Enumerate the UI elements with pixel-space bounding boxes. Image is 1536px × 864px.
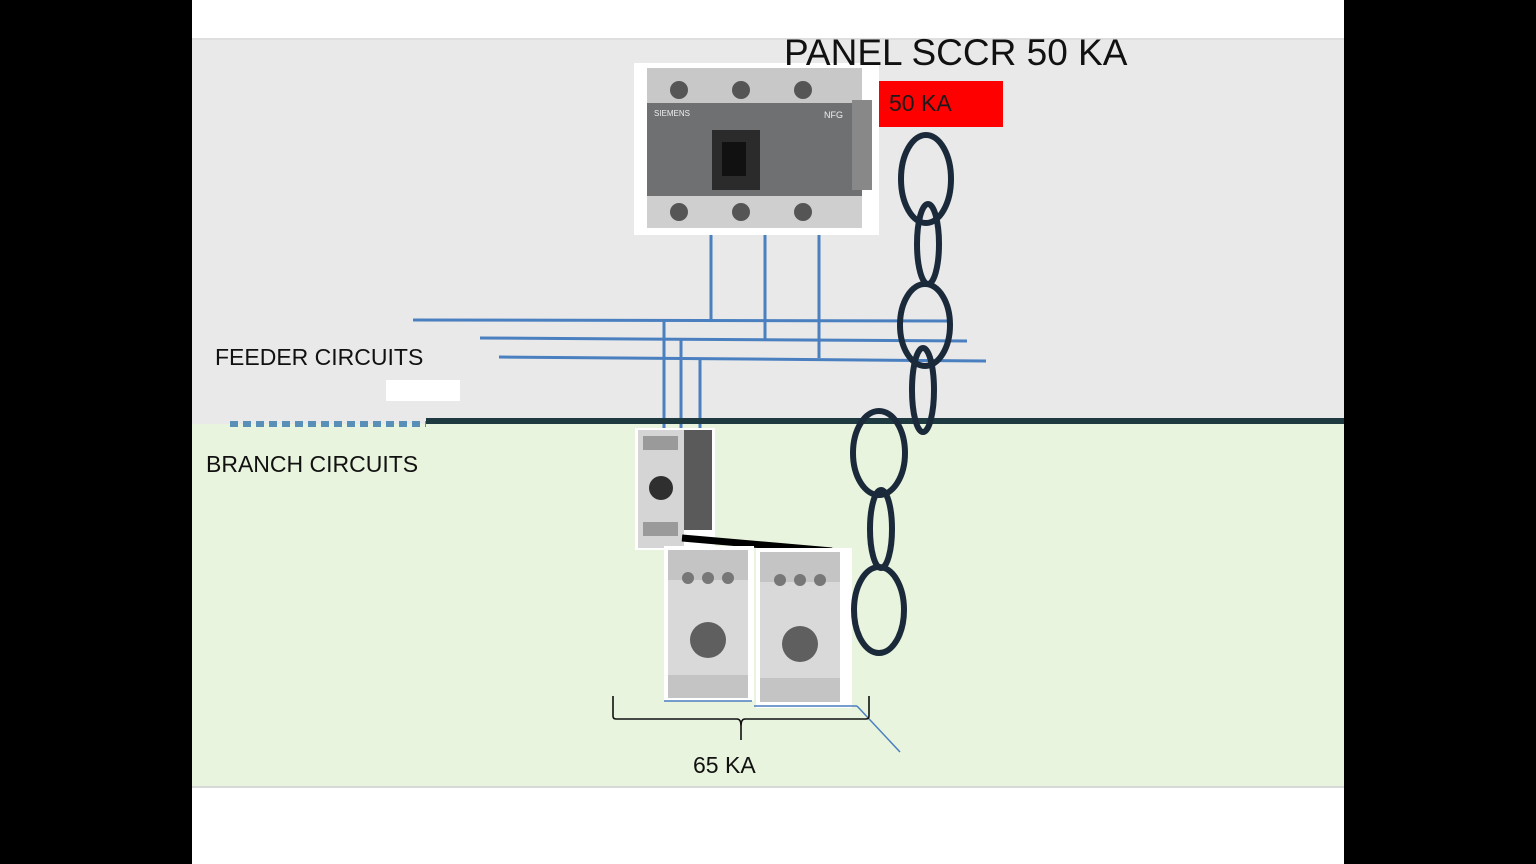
branch-rating-label: 65 KA <box>693 752 756 778</box>
branch-circuits-label: BRANCH CIRCUITS <box>206 451 419 477</box>
panel-title: PANEL SCCR 50 KA <box>784 32 1128 73</box>
breaker-brand-label: SIEMENS <box>654 109 690 118</box>
feeder-circuits-label: FEEDER CIRCUITS <box>215 344 424 370</box>
badge-label: 50 KA <box>889 90 952 116</box>
main-breaker: SIEMENS NFG <box>634 63 879 235</box>
branch-disconnect <box>635 428 715 550</box>
branch-taps <box>662 321 702 430</box>
base-lines <box>664 700 901 753</box>
diagram-canvas: SIEMENS NFG <box>230 63 1344 753</box>
motor-protectors <box>664 546 852 708</box>
feeder-bus <box>412 318 987 363</box>
sccr-badge: 50 KA <box>879 81 1003 127</box>
breaker-model-label: NFG <box>824 110 843 120</box>
slide: SIEMENS NFG <box>192 0 1344 864</box>
label-box <box>386 380 460 401</box>
chain <box>850 132 954 656</box>
range-brace <box>612 696 870 740</box>
